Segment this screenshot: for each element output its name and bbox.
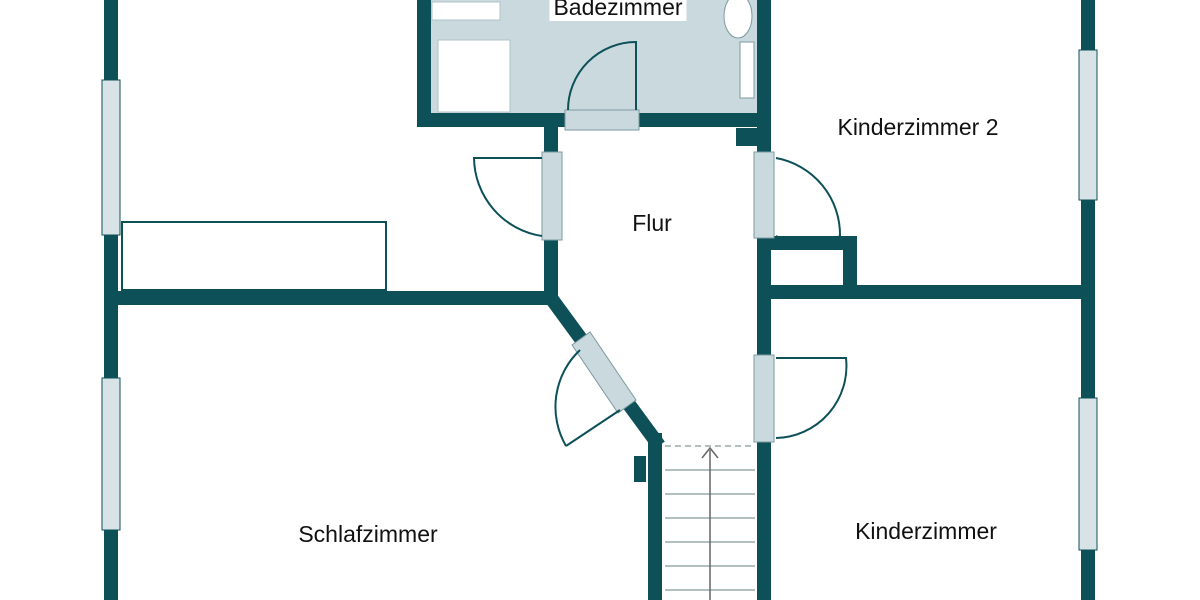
- sink: [723, 0, 753, 39]
- shelf: [431, 1, 501, 21]
- bathtub: [437, 39, 511, 113]
- toilet: [739, 41, 755, 99]
- door-openings: [541, 109, 775, 443]
- room-label-bathroom: Badezimmer: [549, 0, 687, 21]
- room-label-child2: Kinderzimmer 2: [837, 114, 999, 140]
- stairs: [665, 445, 755, 600]
- closet: [121, 221, 387, 291]
- room-label-bedroom: Schlafzimmer: [298, 521, 438, 547]
- room-label-child: Kinderzimmer: [855, 518, 997, 544]
- room-label-hall: Flur: [632, 210, 672, 236]
- walls: [104, 0, 1095, 600]
- door-swings: [472, 40, 848, 447]
- windows: [101, 49, 1098, 551]
